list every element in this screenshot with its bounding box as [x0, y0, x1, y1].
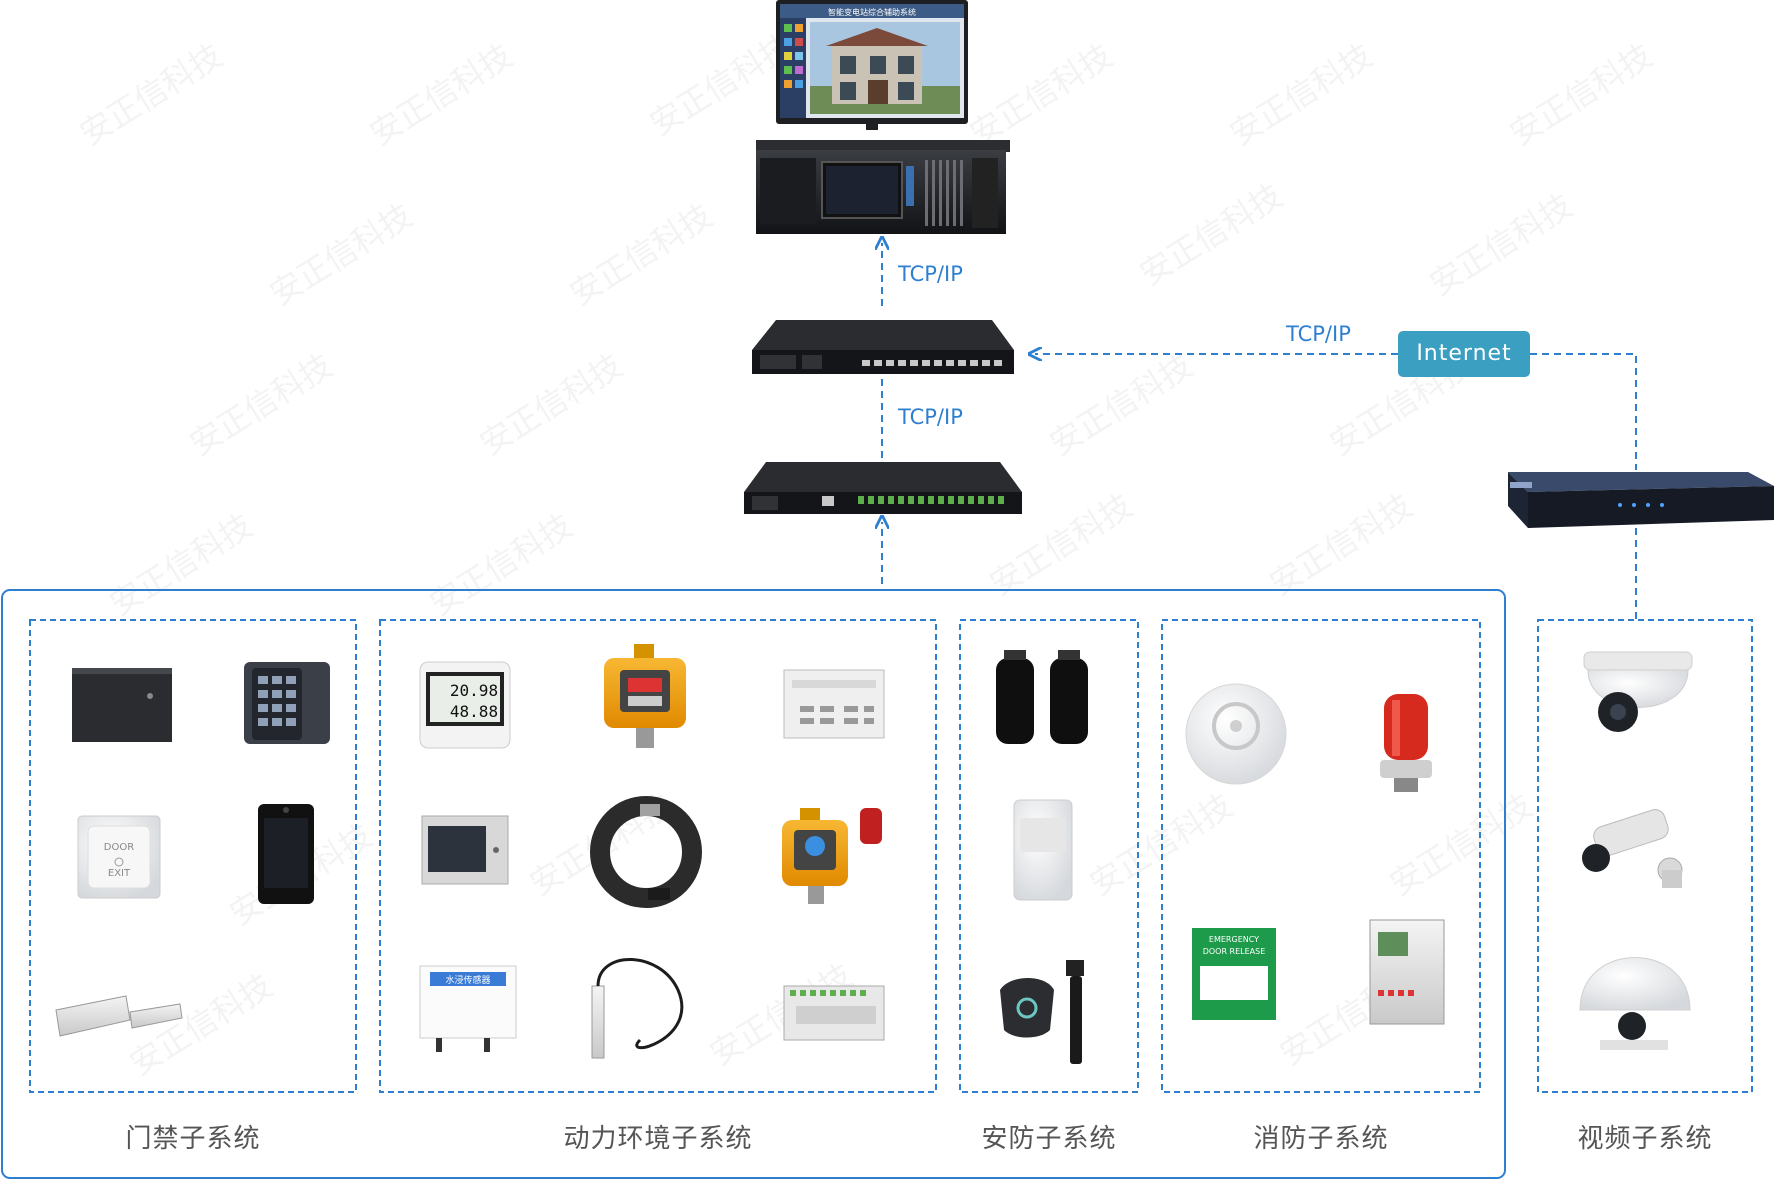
connectors: [882, 243, 1637, 620]
svg-text:水浸传感器: 水浸传感器: [445, 974, 490, 986]
svg-text:DOOR RELEASE: DOOR RELEASE: [1203, 947, 1266, 956]
emergency-door-release: EMERGENCY DOOR RELEASE: [1192, 928, 1276, 1020]
video-panel: [1537, 619, 1753, 1093]
internet-node: Internet: [1398, 331, 1530, 377]
fire-protection-panel: [1161, 619, 1481, 1093]
liquid-level-probe: [591, 958, 684, 1059]
label-power-env-subsystem: 动力环境子系统: [563, 1124, 753, 1154]
alarm-strobe-light: [1380, 694, 1432, 792]
pir-motion-detector: [1013, 799, 1073, 901]
smoke-detector: [1185, 683, 1287, 785]
video-recorder: [1508, 472, 1774, 528]
label-security-subsystem: 安防子系统: [981, 1124, 1117, 1154]
power-environment-panel: [379, 619, 937, 1093]
protocol-label-top: TCP/IP: [898, 262, 963, 286]
local-subsystems-frame: [1, 589, 1506, 1179]
fire-alarm-control-panel: [1369, 919, 1445, 1025]
patrol-reader-and-flashlight: [1000, 960, 1084, 1064]
keypad-reader: [244, 662, 330, 744]
svg-text:DOOR: DOOR: [104, 842, 134, 853]
network-switch: [752, 320, 1014, 374]
protocol-label-internet: TCP/IP: [1286, 322, 1351, 346]
access-control-panel: [29, 619, 357, 1093]
svg-text:48.88: 48.88: [450, 702, 498, 721]
svg-text:20.98: 20.98: [450, 681, 498, 700]
label-access-subsystem: 门禁子系统: [125, 1124, 261, 1154]
data-collector: [744, 462, 1022, 514]
security-panel: [959, 619, 1139, 1093]
monitor-title: 智能变电站综合辅助系统: [828, 7, 916, 17]
label-fire-subsystem: 消防子系统: [1253, 1124, 1389, 1154]
svg-text:EMERGENCY: EMERGENCY: [1209, 935, 1259, 944]
bullet-camera: [1582, 809, 1683, 888]
infrared-beam-detector: [996, 650, 1088, 744]
monitor: 智能变电站综合辅助系统: [776, 0, 968, 130]
server: [756, 140, 1010, 234]
touch-panel: [421, 815, 509, 885]
relay-io-module: [783, 985, 885, 1041]
cable-temperature-sensor: [590, 796, 702, 908]
dome-camera: [1583, 651, 1693, 732]
eyeball-camera: [1579, 957, 1691, 1050]
protocol-label-middle: TCP/IP: [898, 405, 963, 429]
label-video-subsystem: 视频子系统: [1577, 1124, 1713, 1154]
access-controller-box: [72, 668, 172, 742]
svg-text:EXIT: EXIT: [108, 868, 131, 879]
sf6-leak-alarm-unit: [783, 669, 885, 739]
magnetic-lock: [55, 995, 183, 1037]
gas-detector-with-alarm: [782, 808, 882, 904]
face-recognition-terminal: [258, 804, 314, 904]
temperature-humidity-display: 20.98 48.88: [419, 661, 511, 749]
gas-detector: [604, 644, 686, 748]
door-exit-button: DOOR EXIT: [77, 815, 161, 899]
water-leak-sensor: 水浸传感器: [419, 965, 517, 1052]
